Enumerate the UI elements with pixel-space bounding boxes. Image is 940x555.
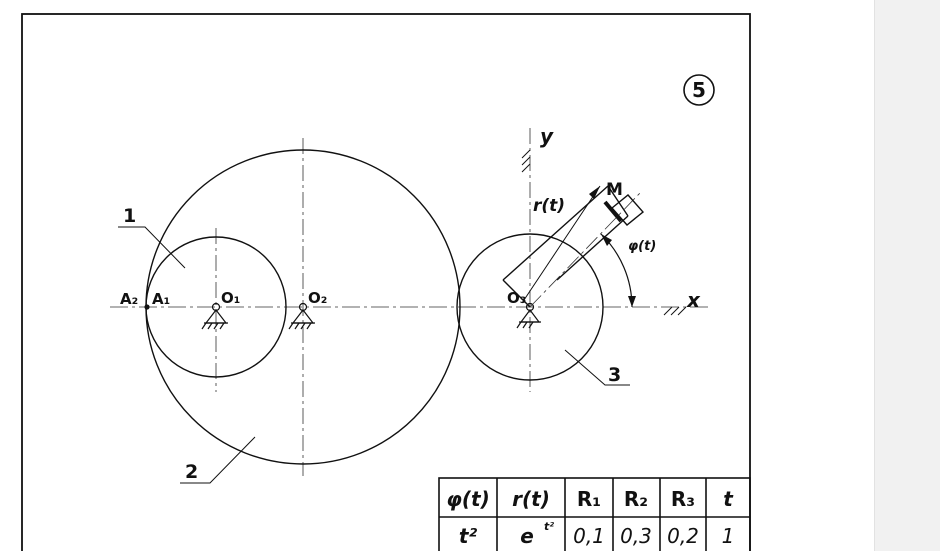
label-phi-t: φ(t)	[628, 239, 656, 254]
mechanism-diagram: 5	[21, 13, 751, 555]
table-cell-r: e	[520, 524, 534, 548]
label-axis-y: y	[540, 124, 554, 148]
wheel-3	[456, 233, 604, 381]
label-axis-x: x	[686, 288, 701, 312]
label-r-t: r(t)	[533, 196, 565, 216]
table-cell-phi: t²	[459, 524, 478, 548]
leader-3	[564, 349, 630, 386]
label-link-1: 1	[123, 205, 136, 227]
table-cell-r-exponent: t²	[544, 520, 554, 533]
table-cell-r3: 0,2	[667, 524, 699, 548]
parameters-table	[438, 477, 751, 555]
label-o3: O₃	[507, 289, 526, 307]
table-header-r3: R₃	[671, 487, 695, 511]
table-cell-r2: 0,3	[620, 524, 652, 548]
point-a	[144, 304, 150, 310]
table-cell-r1: 0,1	[573, 524, 605, 548]
label-a2: A₂	[120, 290, 138, 308]
support-o2	[288, 302, 315, 330]
support-o3	[516, 302, 541, 329]
slider-m-face	[603, 200, 623, 223]
label-o1: O₁	[221, 289, 240, 307]
sheet-number-circle	[683, 74, 715, 106]
support-o1	[201, 302, 228, 330]
label-o2: O₂	[308, 289, 327, 307]
axis-y-hatching	[521, 149, 531, 173]
sheet-number: 5	[692, 78, 706, 102]
table-cell-t: 1	[722, 524, 735, 548]
axis-x-hatching	[663, 306, 687, 316]
label-link-2: 2	[185, 461, 198, 483]
drawing-frame	[21, 13, 751, 555]
label-link-3: 3	[608, 364, 621, 386]
leader-1	[118, 226, 186, 269]
r-dimension-line	[521, 185, 601, 304]
table-header-r: r(t)	[512, 487, 550, 511]
table-header-r1: R₁	[577, 487, 601, 511]
phi-arrow-bottom	[628, 296, 636, 307]
table-header-t: t	[723, 487, 734, 511]
table-header-phi: φ(t)	[446, 487, 490, 511]
scrollbar-track[interactable]	[874, 0, 940, 551]
label-a1: A₁	[152, 290, 170, 308]
slotted-rod	[502, 185, 629, 308]
leader-2	[180, 436, 256, 484]
r-dimension-arrow	[589, 186, 600, 199]
label-m: M	[606, 180, 623, 200]
phi-arrow-top	[601, 234, 612, 246]
table-header-r2: R₂	[624, 487, 648, 511]
